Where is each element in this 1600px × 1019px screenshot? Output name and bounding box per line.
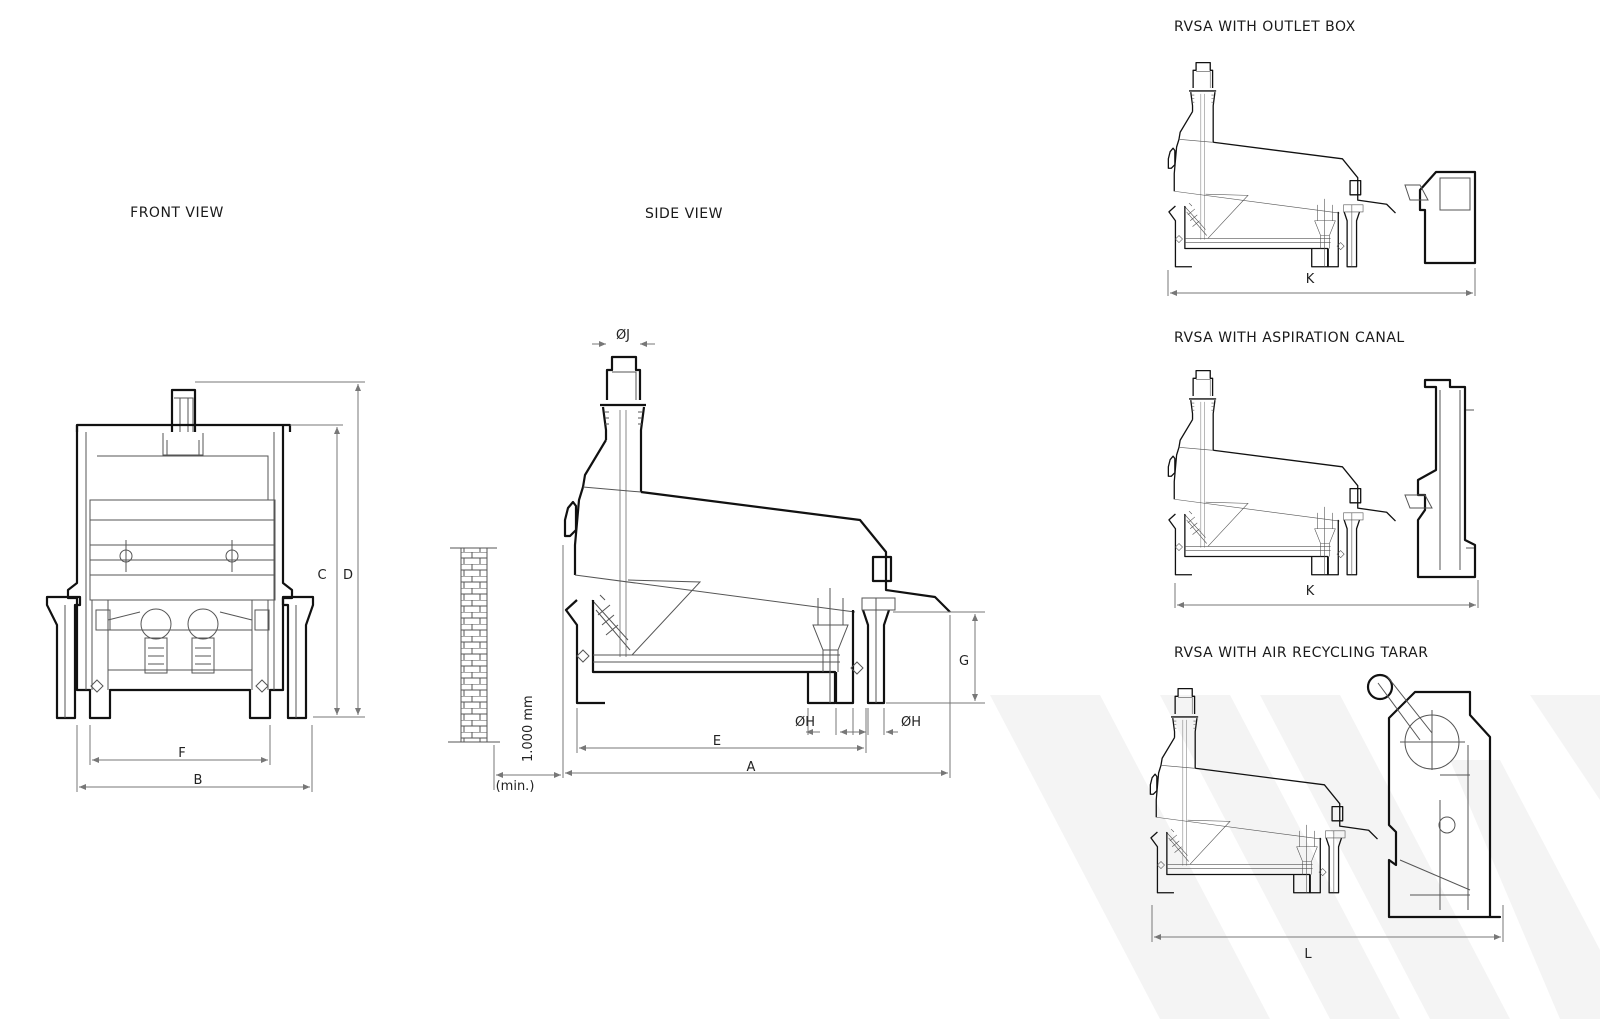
front-view-drawing: [45, 388, 315, 720]
dim-a-label: A: [747, 760, 756, 775]
background-stripes: [990, 695, 1600, 1019]
dim-b-label: B: [194, 773, 203, 788]
dim-e-label: E: [713, 734, 721, 749]
dim-k-aspiration-label: K: [1306, 584, 1315, 599]
dim-l-label: L: [1304, 947, 1312, 962]
wall: [448, 547, 500, 743]
air-recycling-tarar-title: RVSA WITH AIR RECYCLING TARAR: [1174, 645, 1428, 661]
outlet-box-title: RVSA WITH OUTLET BOX: [1174, 19, 1356, 35]
wall-distance-label: 1.000 mm: [521, 695, 536, 762]
dim-j-label: ØJ: [616, 328, 630, 343]
dim-h-left-label: ØH: [795, 715, 815, 730]
side-view-drawing: [563, 355, 952, 705]
side-view-dimensions: ØJ E A G ØH ØH 1.000 mm (min.): [493, 328, 985, 794]
front-view-dimensions: C D F B: [76, 381, 365, 792]
aspiration-canal-variant-drawing: K: [1167, 369, 1479, 608]
dim-c-label: C: [317, 568, 326, 583]
dim-f-label: F: [178, 746, 185, 761]
outlet-box-variant-drawing: K: [1167, 61, 1477, 296]
wall-min-label: (min.): [496, 779, 535, 794]
air-recycling-tarar-variant-drawing: L: [1149, 673, 1504, 962]
front-view-title: FRONT VIEW: [130, 205, 224, 221]
dim-k-outlet-label: K: [1306, 272, 1315, 287]
side-view-title: SIDE VIEW: [645, 206, 723, 222]
dim-d-label: D: [343, 568, 353, 583]
aspiration-canal-title: RVSA WITH ASPIRATION CANAL: [1174, 330, 1405, 346]
dim-h-right-label: ØH: [901, 715, 921, 730]
dim-g-label: G: [959, 654, 969, 669]
